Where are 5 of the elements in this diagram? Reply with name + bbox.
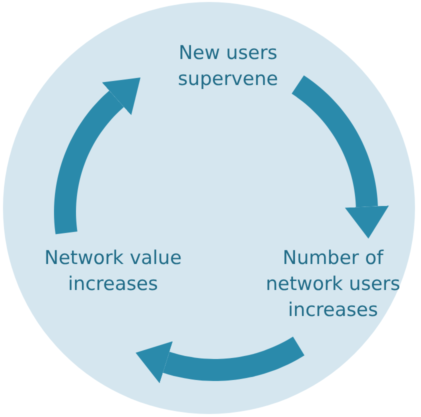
cycle-arrow [136, 336, 304, 384]
node-label: Network value increases [43, 246, 183, 297]
cycle-arrow [54, 78, 140, 236]
node-label: Number of network users increases [264, 246, 402, 323]
node-label: New users supervene [176, 41, 280, 92]
